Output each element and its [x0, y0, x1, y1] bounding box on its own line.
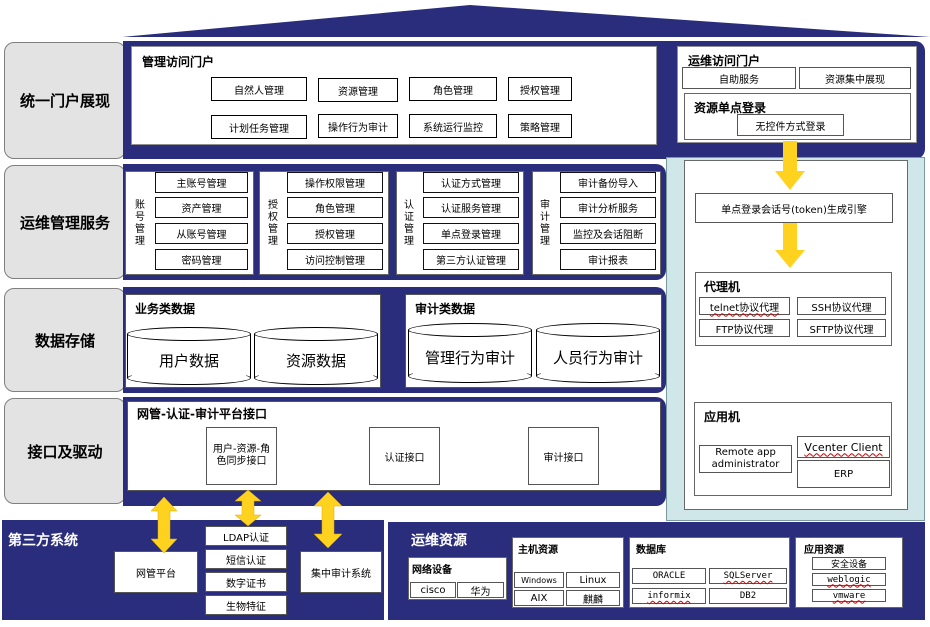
mgmt-item[interactable]: 系统运行监控	[409, 114, 497, 138]
ops-portal-item[interactable]: 资源集中展现	[799, 67, 911, 89]
app-resource-item[interactable]: 安全设备	[812, 557, 886, 570]
service-item[interactable]: 单点登录管理	[423, 223, 519, 244]
mgmt-item[interactable]: 角色管理	[409, 77, 497, 101]
app-resource-label: vmware	[832, 590, 866, 601]
down-arrow	[775, 141, 805, 191]
service-label: 账号管理	[135, 200, 145, 247]
layer-label-interface: 接口及驱动	[4, 398, 126, 504]
service-item[interactable]: 访问控制管理	[287, 249, 383, 270]
service-item[interactable]: 密码管理	[155, 249, 248, 270]
mgmt-item[interactable]: 计划任务管理	[211, 115, 307, 139]
double-arrow	[235, 490, 261, 526]
proxy-item[interactable]: SFTP协议代理	[797, 319, 886, 337]
db-label: informix	[647, 591, 691, 601]
host-item[interactable]: 麒麟	[566, 590, 620, 606]
business-data-title: 业务类数据	[135, 302, 196, 316]
service-item[interactable]: 角色管理	[287, 197, 383, 218]
layer-label-storage: 数据存储	[4, 288, 126, 392]
app-resource-item[interactable]: vmware	[812, 589, 886, 602]
host-item[interactable]: Windows	[514, 572, 564, 588]
service-item[interactable]: 主账号管理	[155, 172, 248, 193]
db-item[interactable]: DB2	[709, 588, 787, 604]
app-item[interactable]: Remote app administrator	[699, 445, 792, 473]
app-resources-title: 应用资源	[804, 545, 844, 556]
sso-title: 资源单点登录	[694, 101, 767, 115]
auth-item[interactable]: 数字证书	[205, 572, 287, 592]
service-label: 认证管理	[404, 200, 414, 247]
interface-item[interactable]: 用户-资源-角色同步接口	[206, 427, 277, 485]
service-label: 审计管理	[540, 200, 550, 247]
db-label: SQLServer	[723, 571, 773, 581]
mgmt-item[interactable]: 自然人管理	[211, 77, 307, 101]
interface-title: 网管-认证-审计平台接口	[137, 407, 267, 421]
cylinder-label: 管理行为审计	[424, 348, 515, 367]
proxy-label: telnet协议代理	[709, 302, 780, 314]
auth-item[interactable]: LDAP认证	[205, 526, 287, 546]
double-arrow	[314, 492, 342, 548]
double-arrow	[151, 497, 177, 553]
app-title: 应用机	[704, 410, 741, 424]
service-item[interactable]: 资产管理	[155, 197, 248, 218]
db-item[interactable]: SQLServer	[709, 568, 787, 584]
service-item[interactable]: 审计备份导入	[560, 172, 656, 193]
ops-resources-title: 运维资源	[411, 533, 467, 549]
service-item[interactable]: 授权管理	[287, 223, 383, 244]
db-title: 数据库	[636, 545, 666, 556]
service-item[interactable]: 操作权限管理	[287, 172, 383, 193]
ops-portal-item[interactable]: 自助服务	[682, 67, 796, 89]
service-item[interactable]: 审计报表	[560, 249, 656, 270]
auth-item[interactable]: 短信认证	[205, 549, 287, 569]
db-item[interactable]: informix	[632, 588, 706, 604]
proxy-item[interactable]: SSH协议代理	[797, 297, 886, 315]
service-item[interactable]: 认证方式管理	[423, 172, 519, 193]
mgmt-item[interactable]: 操作行为审计	[318, 114, 398, 138]
token-engine-box[interactable]: 单点登录会话号(token)生成引擎	[695, 193, 893, 223]
service-item[interactable]: 认证服务管理	[423, 197, 519, 218]
auth-item[interactable]: 生物特征	[205, 595, 287, 615]
cylinder-label: 资源数据	[285, 351, 346, 370]
host-item[interactable]: Linux	[566, 572, 620, 588]
layer-label-portal: 统一门户展现	[4, 42, 126, 159]
host-title: 主机资源	[518, 545, 558, 556]
network-item[interactable]: 华为	[457, 582, 504, 598]
app-item[interactable]: ERP	[797, 460, 890, 488]
service-item[interactable]: 审计分析服务	[560, 197, 656, 218]
app-label: Vcenter Client	[804, 440, 883, 454]
down-arrow	[775, 223, 805, 269]
mgmt-item[interactable]: 授权管理	[508, 77, 572, 101]
mgmt-item[interactable]: 策略管理	[508, 114, 572, 138]
service-item[interactable]: 监控及会话阻断	[560, 223, 656, 244]
central-audit-box[interactable]: 集中审计系统	[300, 551, 382, 593]
mgmt-portal-title: 管理访问门户	[142, 55, 215, 69]
mgmt-audit-cylinder: 管理行为审计	[408, 323, 532, 383]
audit-data-title: 审计类数据	[415, 302, 476, 316]
user-data-cylinder: 用户数据	[127, 327, 251, 385]
db-item[interactable]: ORACLE	[632, 568, 706, 584]
network-item[interactable]: cisco	[410, 582, 456, 598]
resource-data-cylinder: 资源数据	[254, 327, 378, 385]
nms-box[interactable]: 网管平台	[114, 551, 198, 593]
interface-item[interactable]: 认证接口	[369, 427, 440, 485]
proxy-title: 代理机	[704, 280, 741, 294]
app-resource-label: weblogic	[827, 574, 871, 585]
host-item[interactable]: AIX	[514, 590, 564, 606]
mgmt-item[interactable]: 资源管理	[318, 78, 398, 102]
cylinder-label: 人员行为审计	[552, 348, 643, 367]
proxy-item[interactable]: telnet协议代理	[699, 297, 790, 315]
service-item[interactable]: 第三方认证管理	[423, 249, 519, 270]
app-item[interactable]: Vcenter Client	[797, 436, 890, 458]
service-item[interactable]: 从账号管理	[155, 223, 248, 244]
roof-shape	[122, 5, 930, 37]
app-resource-item[interactable]: weblogic	[812, 573, 886, 586]
interface-item[interactable]: 审计接口	[528, 427, 599, 485]
staff-audit-cylinder: 人员行为审计	[536, 323, 660, 383]
third-party-title: 第三方系统	[8, 533, 78, 549]
cylinder-label: 用户数据	[158, 351, 219, 370]
layer-label-ops-service: 运维管理服务	[4, 165, 126, 279]
ops-portal-title: 运维访问门户	[688, 54, 761, 68]
proxy-item[interactable]: FTP协议代理	[699, 319, 790, 337]
service-label: 授权管理	[268, 200, 278, 247]
sso-item[interactable]: 无控件方式登录	[737, 114, 844, 136]
network-title: 网络设备	[412, 565, 452, 576]
